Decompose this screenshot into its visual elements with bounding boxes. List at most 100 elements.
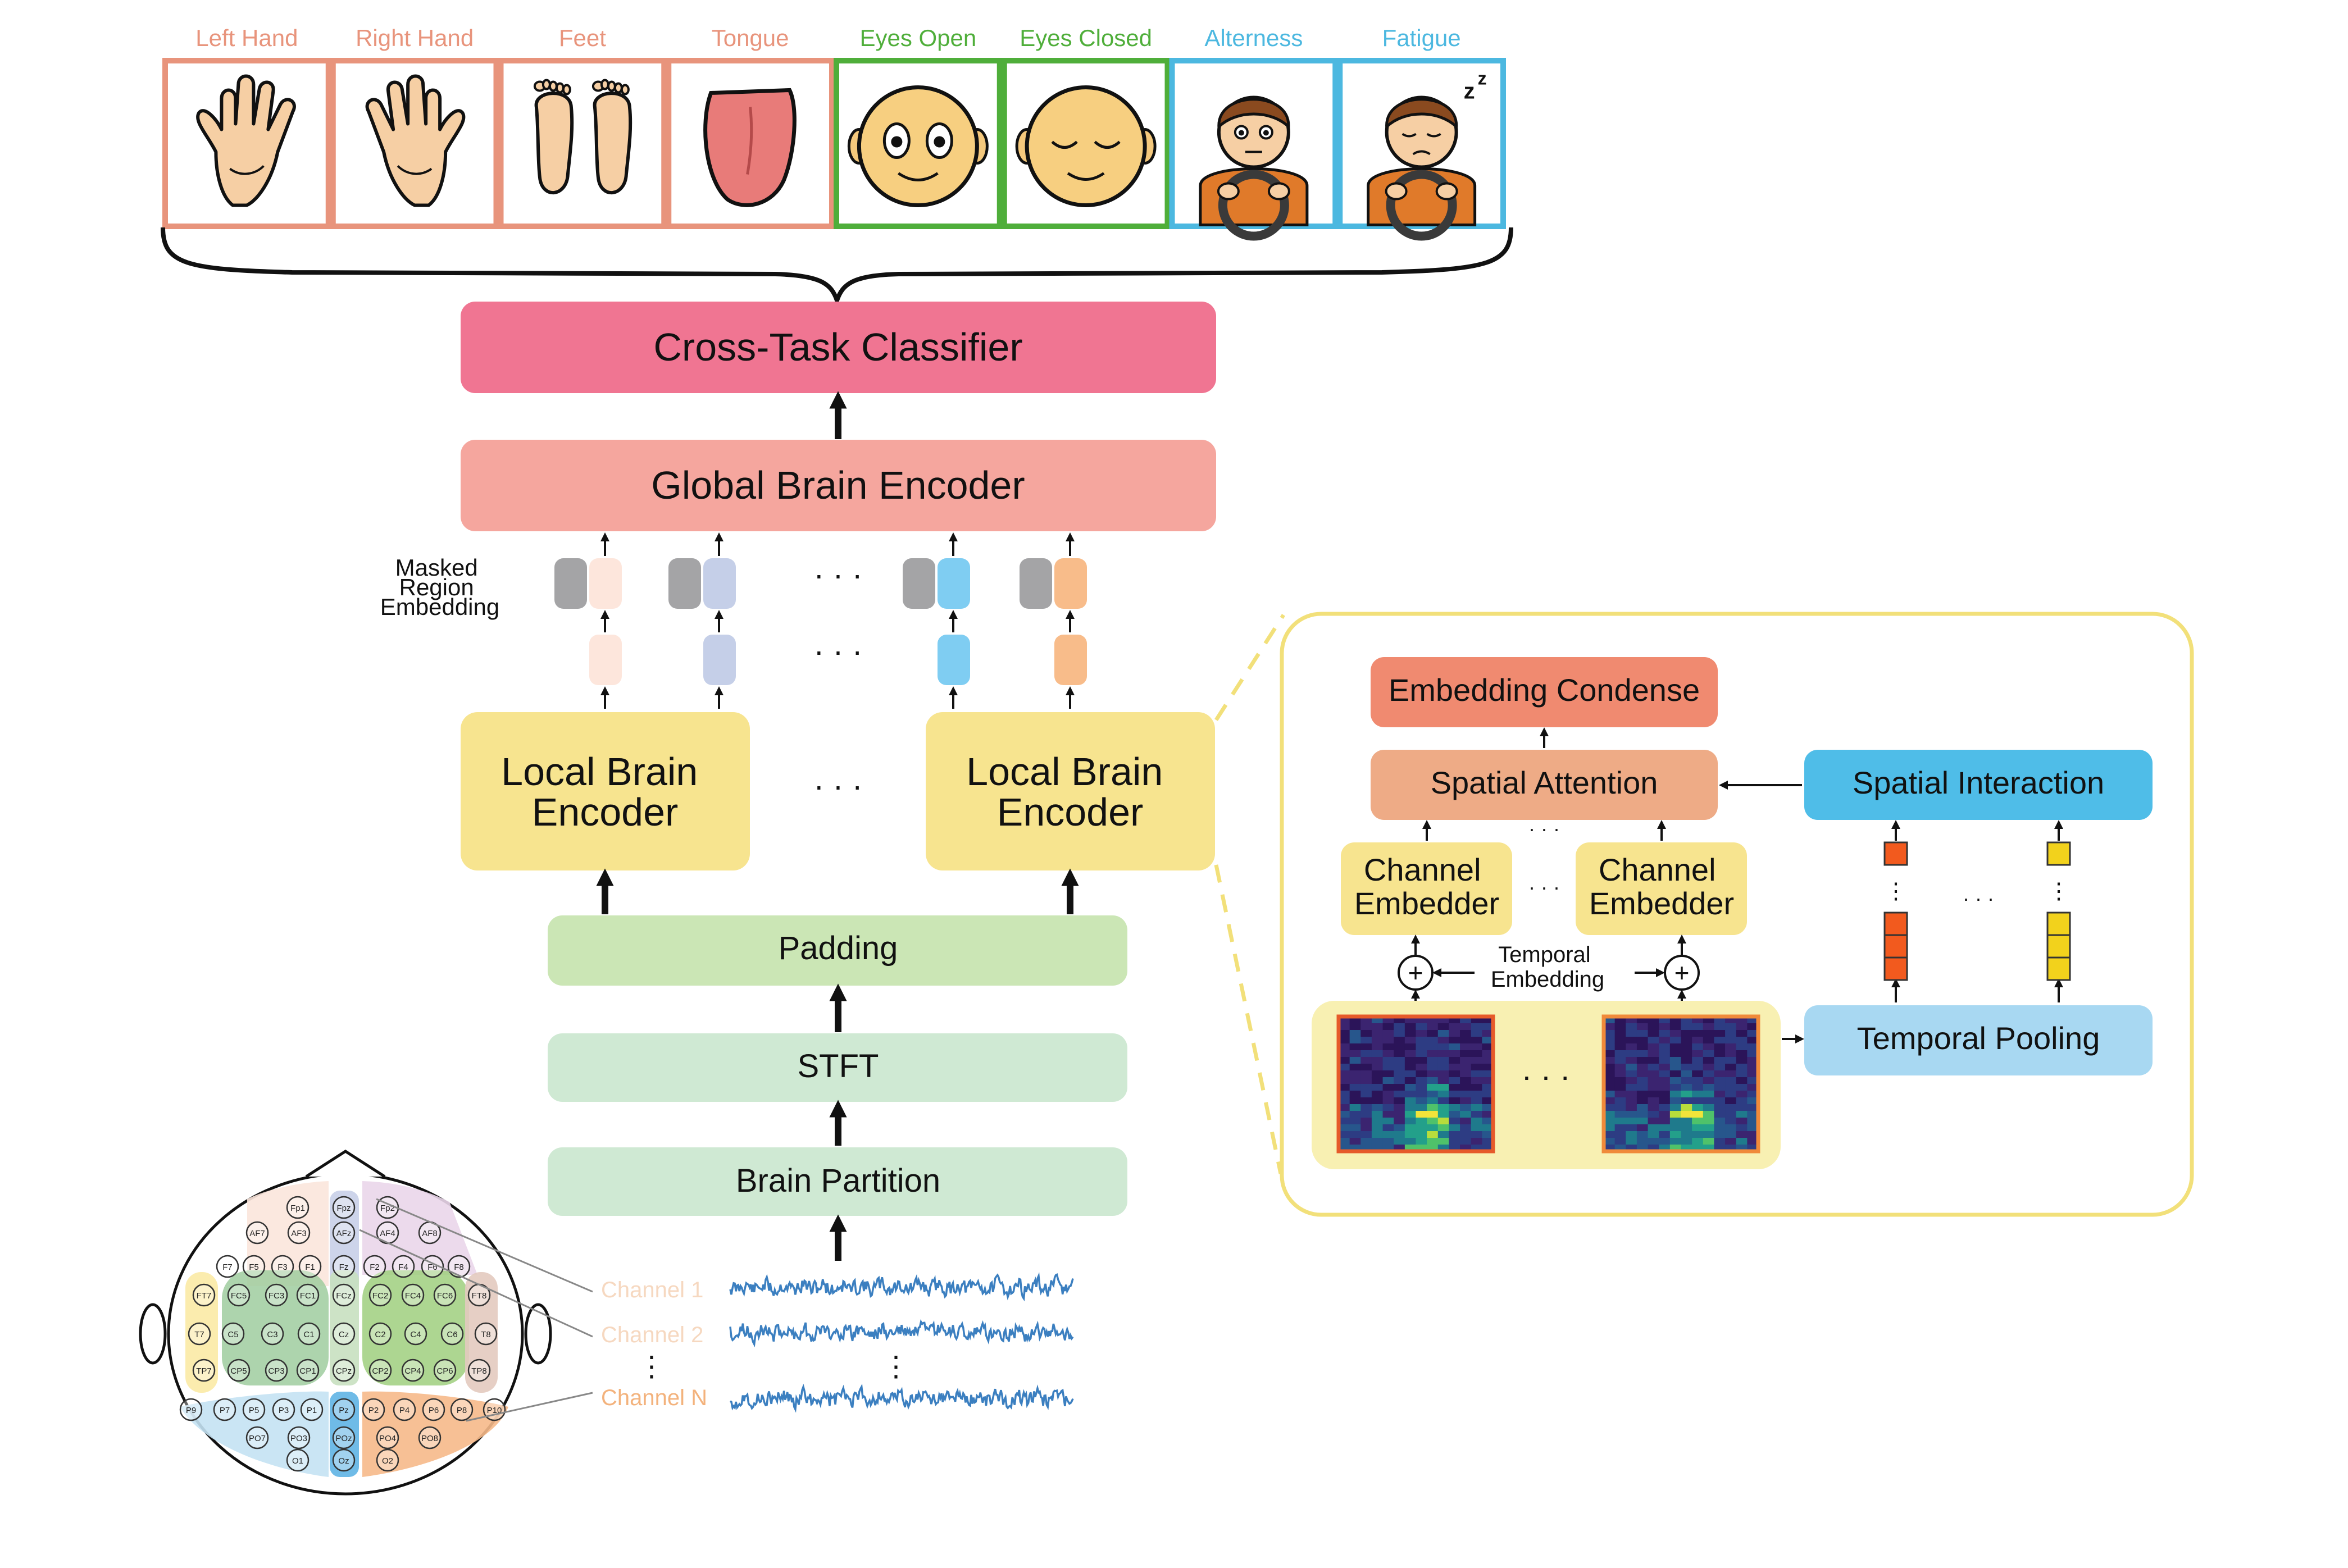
electrode [265, 1283, 288, 1307]
electrode [216, 1255, 239, 1278]
electrode-label: FC5 [231, 1291, 247, 1301]
spectrogram-cell [1681, 1043, 1692, 1051]
spectrogram-cell [1636, 1131, 1649, 1138]
driver-hair [1217, 98, 1290, 130]
spectrogram-cell [1427, 1084, 1439, 1091]
spectrogram-cell [1681, 1037, 1692, 1044]
spectrogram-cell [1736, 1124, 1748, 1132]
spectrogram-cell [1427, 1124, 1439, 1132]
spectrogram-cell [1736, 1097, 1748, 1105]
spectrogram-cell [1371, 1030, 1384, 1037]
spectrogram-cell [1339, 1131, 1350, 1138]
spectrogram-cell [1626, 1097, 1637, 1105]
feature-cell [2046, 911, 2071, 936]
electrode [287, 1221, 311, 1245]
spectrogram-cell [1648, 1091, 1659, 1098]
electrode-label: C3 [267, 1330, 277, 1339]
channel-embedder-right-label: Channel Embedder [1589, 852, 1734, 921]
hand-crease [229, 165, 265, 175]
spectrogram-cell [1636, 1023, 1649, 1031]
spectrogram-cell [1636, 1057, 1649, 1064]
spectrogram-cell [1404, 1111, 1416, 1118]
spectrogram-cell [1648, 1057, 1659, 1064]
spectrogram-cell [1360, 1057, 1372, 1064]
spectrogram-cell [1636, 1097, 1649, 1105]
spectrogram-cell [1747, 1138, 1759, 1145]
local-brain-encoder-left-label: Local Brain Encoder [501, 750, 709, 834]
electrode [368, 1359, 392, 1382]
spectrogram-cell [1669, 1037, 1681, 1044]
spectrogram-cell [1626, 1030, 1637, 1037]
spectrogram-cell [1339, 1077, 1350, 1084]
spectrogram-cell [1714, 1037, 1726, 1044]
spectrogram-cell [1714, 1043, 1726, 1051]
spectrogram-cell [1482, 1124, 1494, 1132]
electrode [188, 1322, 211, 1346]
spectrogram-cell [1659, 1043, 1671, 1051]
spectrogram-cell [1626, 1118, 1637, 1125]
spectrogram-cell [1471, 1037, 1482, 1044]
spectrogram-cell [1382, 1084, 1394, 1091]
driver-hair [1385, 98, 1458, 130]
spectrogram-cell [1692, 1118, 1704, 1125]
spectrogram-cell [1382, 1124, 1394, 1132]
task-cell: Feet [498, 25, 667, 229]
spectrogram-cell [1659, 1124, 1671, 1132]
spectrogram-cell [1460, 1138, 1472, 1145]
spectrogram-cell [1437, 1118, 1449, 1125]
electrode [450, 1398, 474, 1421]
electrode-label: C2 [375, 1330, 385, 1339]
electrode-label: FC2 [372, 1291, 388, 1301]
spectrogram-cell [1360, 1131, 1372, 1138]
electrode [376, 1426, 399, 1450]
region-left-occipital [180, 1391, 329, 1477]
spectrogram-cell [1339, 1050, 1350, 1058]
electrode-label: C6 [447, 1330, 457, 1339]
spectrogram-cell [1669, 1043, 1681, 1051]
spectrogram-cell [1360, 1118, 1372, 1125]
spectrogram-cell [1626, 1064, 1637, 1071]
spatial-interaction-box [1804, 750, 2153, 820]
spectrogram-cell [1449, 1057, 1460, 1064]
spectrogram-cell [1427, 1091, 1439, 1098]
spectrogram-cell [1471, 1064, 1482, 1071]
eeg-signal-1 [729, 1272, 1074, 1302]
spectrogram-cell [1449, 1050, 1460, 1058]
electrode [418, 1426, 442, 1450]
electrode [192, 1359, 216, 1382]
spectrogram-cell [1404, 1084, 1416, 1091]
spectrogram-cell [1449, 1023, 1460, 1031]
electrode [401, 1359, 425, 1382]
spectrogram-cell [1659, 1138, 1671, 1145]
spectrogram-cell [1669, 1091, 1681, 1098]
spectrogram-cell [1394, 1131, 1405, 1138]
spectrogram-cell [1736, 1064, 1748, 1071]
spectrogram-cell [1460, 1104, 1472, 1111]
electrode [392, 1255, 415, 1278]
spectrogram-frame [1336, 1014, 1495, 1154]
spectrogram-cell [1747, 1131, 1759, 1138]
spectrogram-cell [1471, 1124, 1482, 1132]
spectrogram-cell [1449, 1111, 1460, 1118]
electrode-label: P2 [368, 1406, 379, 1415]
local-brain-encoder-left-box [461, 712, 750, 870]
spectrogram-cell [1626, 1057, 1637, 1064]
spectrogram-cell [1394, 1064, 1405, 1071]
fatigued-driver-icon: zz [1367, 69, 1487, 241]
spectrogram-cell [1648, 1124, 1659, 1132]
spectrogram-cell [1360, 1077, 1372, 1084]
spectrogram-cell [1394, 1077, 1405, 1084]
spectrogram-cell [1482, 1084, 1494, 1091]
spectrogram-cell [1371, 1037, 1384, 1044]
spectrogram-cell [1349, 1023, 1361, 1031]
spectrogram-cell [1636, 1030, 1649, 1037]
spectrogram-cell [1339, 1104, 1350, 1111]
electrode-label: T8 [481, 1330, 491, 1339]
spectrogram-cell [1703, 1043, 1714, 1051]
spectrogram-cell [1692, 1104, 1704, 1111]
sleep-z-icon: z [1464, 79, 1475, 104]
spectrogram-cell [1614, 1037, 1626, 1044]
spectrogram-frame [1601, 1014, 1760, 1154]
spectrogram-cell [1626, 1050, 1637, 1058]
spectrogram-cell [1681, 1023, 1692, 1031]
